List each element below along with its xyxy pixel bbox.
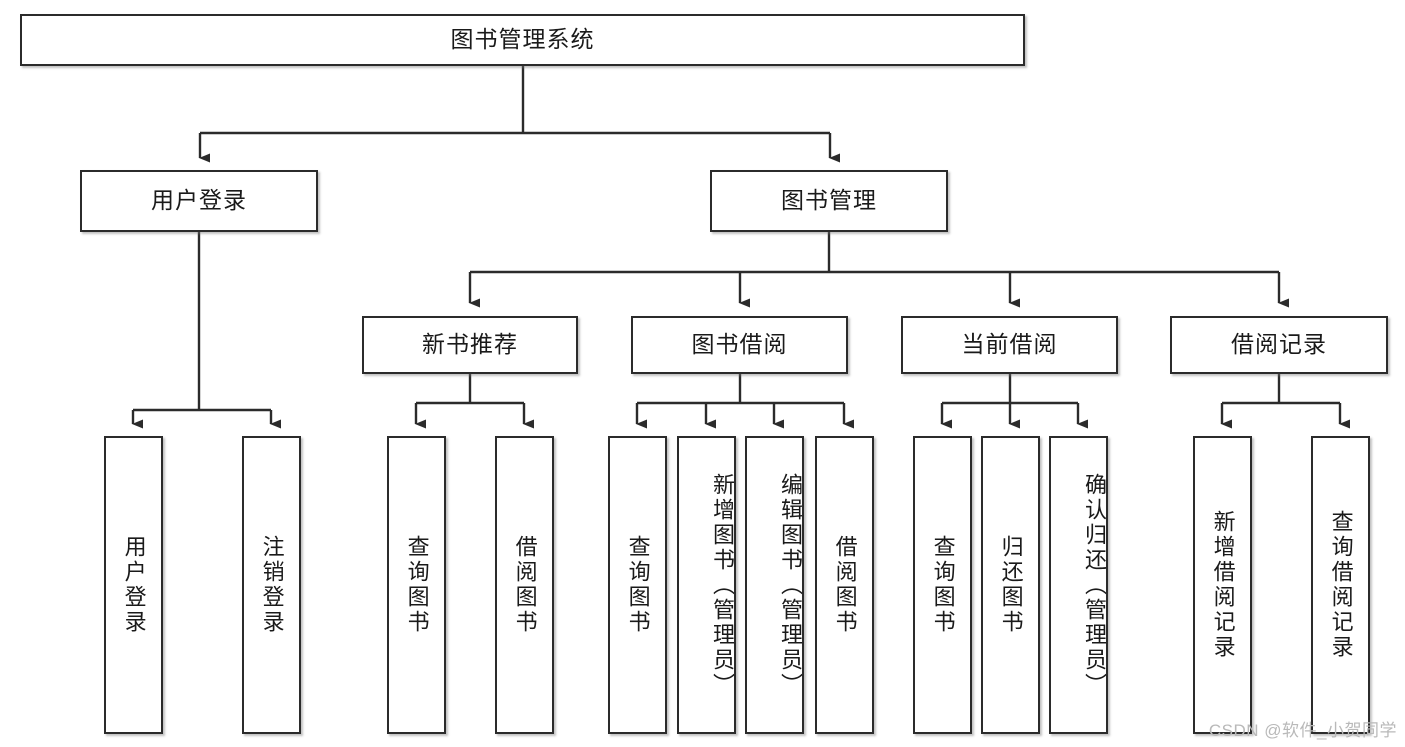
leaf-borrow-book-2[interactable]: 借阅图书 xyxy=(815,436,874,734)
node-book-manage-label: 图书管理 xyxy=(781,187,877,214)
node-current-borrow[interactable]: 当前借阅 xyxy=(901,316,1118,374)
leaf-add-book[interactable]: 新增图书（管理员） xyxy=(677,436,736,734)
leaf-query-record-label: 查询借阅记录 xyxy=(1328,510,1354,660)
leaf-confirm-return[interactable]: 确认归还（管理员） xyxy=(1049,436,1108,734)
node-current-borrow-label: 当前借阅 xyxy=(961,331,1058,358)
leaf-borrow-book-1[interactable]: 借阅图书 xyxy=(495,436,554,734)
leaf-query-book-2-label: 查询图书 xyxy=(625,535,651,635)
node-borrow-record[interactable]: 借阅记录 xyxy=(1170,316,1388,374)
leaf-return-book-label: 归还图书 xyxy=(998,535,1024,635)
leaf-edit-book-label: 编辑图书（管理员） xyxy=(778,472,803,698)
leaf-query-book-3-label: 查询图书 xyxy=(930,535,956,635)
node-borrow-record-label: 借阅记录 xyxy=(1231,331,1327,358)
node-new-book-recommend-label: 新书推荐 xyxy=(422,331,518,358)
node-book-borrow[interactable]: 图书借阅 xyxy=(631,316,848,374)
leaf-query-book-1-label: 查询图书 xyxy=(404,535,430,635)
leaf-logout-login[interactable]: 注销登录 xyxy=(242,436,301,734)
leaf-query-book-3[interactable]: 查询图书 xyxy=(913,436,972,734)
node-user-login-label: 用户登录 xyxy=(151,187,247,214)
leaf-confirm-return-label: 确认归还（管理员） xyxy=(1082,472,1107,698)
csdn-watermark: CSDN @软件_小贺同学 xyxy=(1208,721,1397,740)
leaf-logout-login-label: 注销登录 xyxy=(259,535,285,635)
leaf-query-book-2[interactable]: 查询图书 xyxy=(608,436,667,734)
node-root-label: 图书管理系统 xyxy=(450,26,595,53)
leaf-add-book-label: 新增图书（管理员） xyxy=(710,472,735,698)
leaf-query-record[interactable]: 查询借阅记录 xyxy=(1311,436,1370,734)
node-book-borrow-label: 图书借阅 xyxy=(691,331,788,358)
node-user-login[interactable]: 用户登录 xyxy=(80,170,318,232)
leaf-query-book-1[interactable]: 查询图书 xyxy=(387,436,446,734)
node-new-book-recommend[interactable]: 新书推荐 xyxy=(362,316,578,374)
node-root[interactable]: 图书管理系统 xyxy=(20,14,1025,66)
leaf-edit-book[interactable]: 编辑图书（管理员） xyxy=(745,436,804,734)
leaf-add-record-label: 新增借阅记录 xyxy=(1210,510,1236,660)
leaf-add-record[interactable]: 新增借阅记录 xyxy=(1193,436,1252,734)
leaf-user-login-label: 用户登录 xyxy=(121,535,147,635)
leaf-borrow-book-1-label: 借阅图书 xyxy=(512,535,538,635)
leaf-borrow-book-2-label: 借阅图书 xyxy=(832,535,858,635)
leaf-user-login[interactable]: 用户登录 xyxy=(104,436,163,734)
leaf-return-book[interactable]: 归还图书 xyxy=(981,436,1040,734)
node-book-manage[interactable]: 图书管理 xyxy=(710,170,948,232)
